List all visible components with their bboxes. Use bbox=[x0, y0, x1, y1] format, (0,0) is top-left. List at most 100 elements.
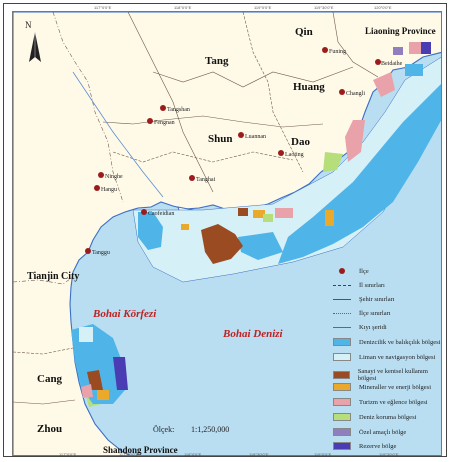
label-huang: Huang bbox=[293, 81, 325, 93]
mineral-zone-swatch-icon bbox=[333, 383, 351, 391]
top-tick-label: 118°0'0"E bbox=[174, 5, 192, 10]
legend-label: Deniz koruma bölgesi bbox=[359, 413, 417, 421]
legend-row: Şehir sınırları bbox=[333, 296, 395, 303]
legend-row: Mineraller ve enerji bölgesi bbox=[333, 383, 431, 391]
map-canvas: N Liaoning Province Qin Tang Huang Shun … bbox=[12, 11, 442, 456]
legend-label: Turizm ve eğlence bölgesi bbox=[359, 398, 428, 406]
city-label-fengnan: Fengnan bbox=[154, 120, 175, 126]
label-shun: Shun bbox=[208, 133, 232, 145]
legend-label: Kıyı şeridi bbox=[359, 324, 387, 331]
north-arrow: N bbox=[25, 20, 41, 62]
legend-row: İl sınırları bbox=[333, 282, 385, 289]
long-dash-line-icon bbox=[333, 299, 351, 300]
legend-row: Sanayi ve kentsel kullanım bölgesi bbox=[333, 368, 441, 382]
top-tick-label: 117°0'0"E bbox=[94, 5, 112, 10]
reserve-zone-swatch-icon bbox=[333, 442, 351, 450]
river-line bbox=[72, 71, 164, 198]
city-dot-icon bbox=[322, 47, 328, 53]
north-label: N bbox=[25, 20, 32, 30]
label-bohai-gulf: Bohai Körfezi bbox=[92, 308, 157, 320]
legend-label: İl sınırları bbox=[359, 282, 385, 289]
zone-special-1 bbox=[393, 47, 403, 55]
protection-zone-swatch-icon bbox=[333, 413, 351, 421]
map-svg: N Liaoning Province Qin Tang Huang Shun … bbox=[13, 12, 441, 455]
city-markers: Funing Beidaihe Changli Tangshan Fengnan… bbox=[85, 47, 403, 256]
bottom-tick-label: 117°30'0"E bbox=[119, 452, 139, 457]
bottom-tick-label: 118°30'0"E bbox=[249, 452, 269, 457]
bottom-tick-label: 118°0'0"E bbox=[184, 452, 202, 457]
label-liaoning-province: Liaoning Province bbox=[365, 26, 436, 36]
zone-mineral-2 bbox=[325, 210, 334, 226]
legend-row: Denizcilik ve balıkçılık bölgesi bbox=[333, 338, 440, 346]
region-labels: Liaoning Province Qin Tang Huang Shun Da… bbox=[27, 26, 436, 455]
city-dot-icon bbox=[98, 172, 104, 178]
legend-label: İlçe bbox=[359, 267, 369, 275]
legend-row: Liman ve navigasyon bölgesi bbox=[333, 353, 435, 361]
scale-label: Ölçek: bbox=[153, 425, 174, 434]
zone-reserve-sw bbox=[113, 357, 128, 390]
zone-protection-1 bbox=[323, 152, 343, 172]
city-dot-icon bbox=[333, 267, 351, 275]
fishing-zone-swatch-icon bbox=[333, 338, 351, 346]
city-label-hangu: Hangu bbox=[101, 187, 117, 193]
zone-tourism-2 bbox=[373, 72, 395, 97]
legend-label: Şehir sınırları bbox=[359, 296, 395, 303]
label-tianjin-city: Tianjin City bbox=[27, 271, 79, 282]
zone-fishing-ne bbox=[405, 64, 423, 76]
legend-row: Turizm ve eğlence bölgesi bbox=[333, 398, 428, 406]
city-label-caofeidian: Caofeidian bbox=[148, 210, 174, 217]
legend-row: İlçe bbox=[333, 267, 369, 275]
city-label-tangshan: Tangshan bbox=[167, 107, 190, 113]
zone-mineral-sw bbox=[97, 390, 109, 400]
tourism-zone-swatch-icon bbox=[333, 398, 351, 406]
label-qin: Qin bbox=[295, 26, 313, 38]
zone-reserve-1 bbox=[421, 42, 431, 54]
zone-fishing-nw bbox=[138, 212, 163, 250]
legend-label: Mineraller ve enerji bölgesi bbox=[359, 383, 432, 391]
legend-row: Özel amaçlı bölge bbox=[333, 428, 406, 436]
zone-tourism-3 bbox=[275, 208, 293, 218]
city-dot-icon bbox=[189, 175, 195, 181]
legend-label: Liman ve navigasyon bölgesi bbox=[359, 353, 436, 361]
city-dot-icon bbox=[278, 150, 284, 156]
city-label-ninghe: Ninghe bbox=[105, 174, 123, 180]
scale-text: Ölçek: 1:1,250,000 bbox=[153, 425, 229, 434]
legend-row: Deniz koruma bölgesi bbox=[333, 413, 416, 421]
legend-label: Sanayi ve kentsel kullanım bölgesi bbox=[357, 368, 428, 382]
city-dot-icon bbox=[147, 118, 153, 124]
coastline-icon bbox=[333, 327, 351, 328]
label-tang: Tang bbox=[205, 55, 229, 67]
city-label-funing: Funing bbox=[329, 49, 346, 55]
zone-tourism-sw bbox=[81, 384, 93, 398]
bottom-tick-label: 117°0'0"E bbox=[59, 452, 77, 457]
city-dot-icon bbox=[94, 185, 100, 191]
city-label-tanghai: Tanghai bbox=[196, 177, 216, 183]
label-shandong-province: Shandong Province bbox=[103, 445, 178, 455]
city-dot-icon bbox=[85, 248, 91, 254]
legend-row: Kıyı şeridi bbox=[333, 324, 387, 331]
top-tick-label: 120°0'0"E bbox=[374, 5, 392, 10]
legend-row: Rezerve bölge bbox=[333, 442, 396, 450]
zone-port-sw bbox=[79, 327, 93, 342]
map-frame: N Liaoning Province Qin Tang Huang Shun … bbox=[3, 3, 447, 457]
legend-label: Rezerve bölge bbox=[359, 442, 397, 450]
label-zhou: Zhou bbox=[37, 423, 62, 435]
city-dot-icon bbox=[339, 89, 345, 95]
city-label-changli: Changli bbox=[346, 91, 365, 97]
zone-industry-small bbox=[238, 208, 248, 216]
city-label-tanggu: Tanggu bbox=[92, 250, 110, 256]
land-mainland bbox=[13, 12, 441, 455]
city-label-beidaihe: Beidaihe bbox=[381, 61, 403, 67]
zone-fishing-north bbox=[278, 84, 441, 264]
city-dot-icon bbox=[238, 132, 244, 138]
label-bohai-sea: Bohai Denizi bbox=[222, 328, 284, 340]
legend-row: İlçe sınırları bbox=[333, 310, 391, 317]
zone-protection-2 bbox=[263, 214, 273, 222]
port-zone-swatch-icon bbox=[333, 353, 351, 361]
scale-value: 1:1,250,000 bbox=[191, 425, 229, 434]
city-label-luannan: Luannan bbox=[245, 134, 266, 140]
top-tick-label: 119°30'0"E bbox=[314, 5, 334, 10]
admin-boundaries bbox=[13, 12, 379, 405]
legend-label: Özel amaçlı bölge bbox=[359, 428, 407, 436]
zone-mineral-3 bbox=[181, 224, 189, 230]
